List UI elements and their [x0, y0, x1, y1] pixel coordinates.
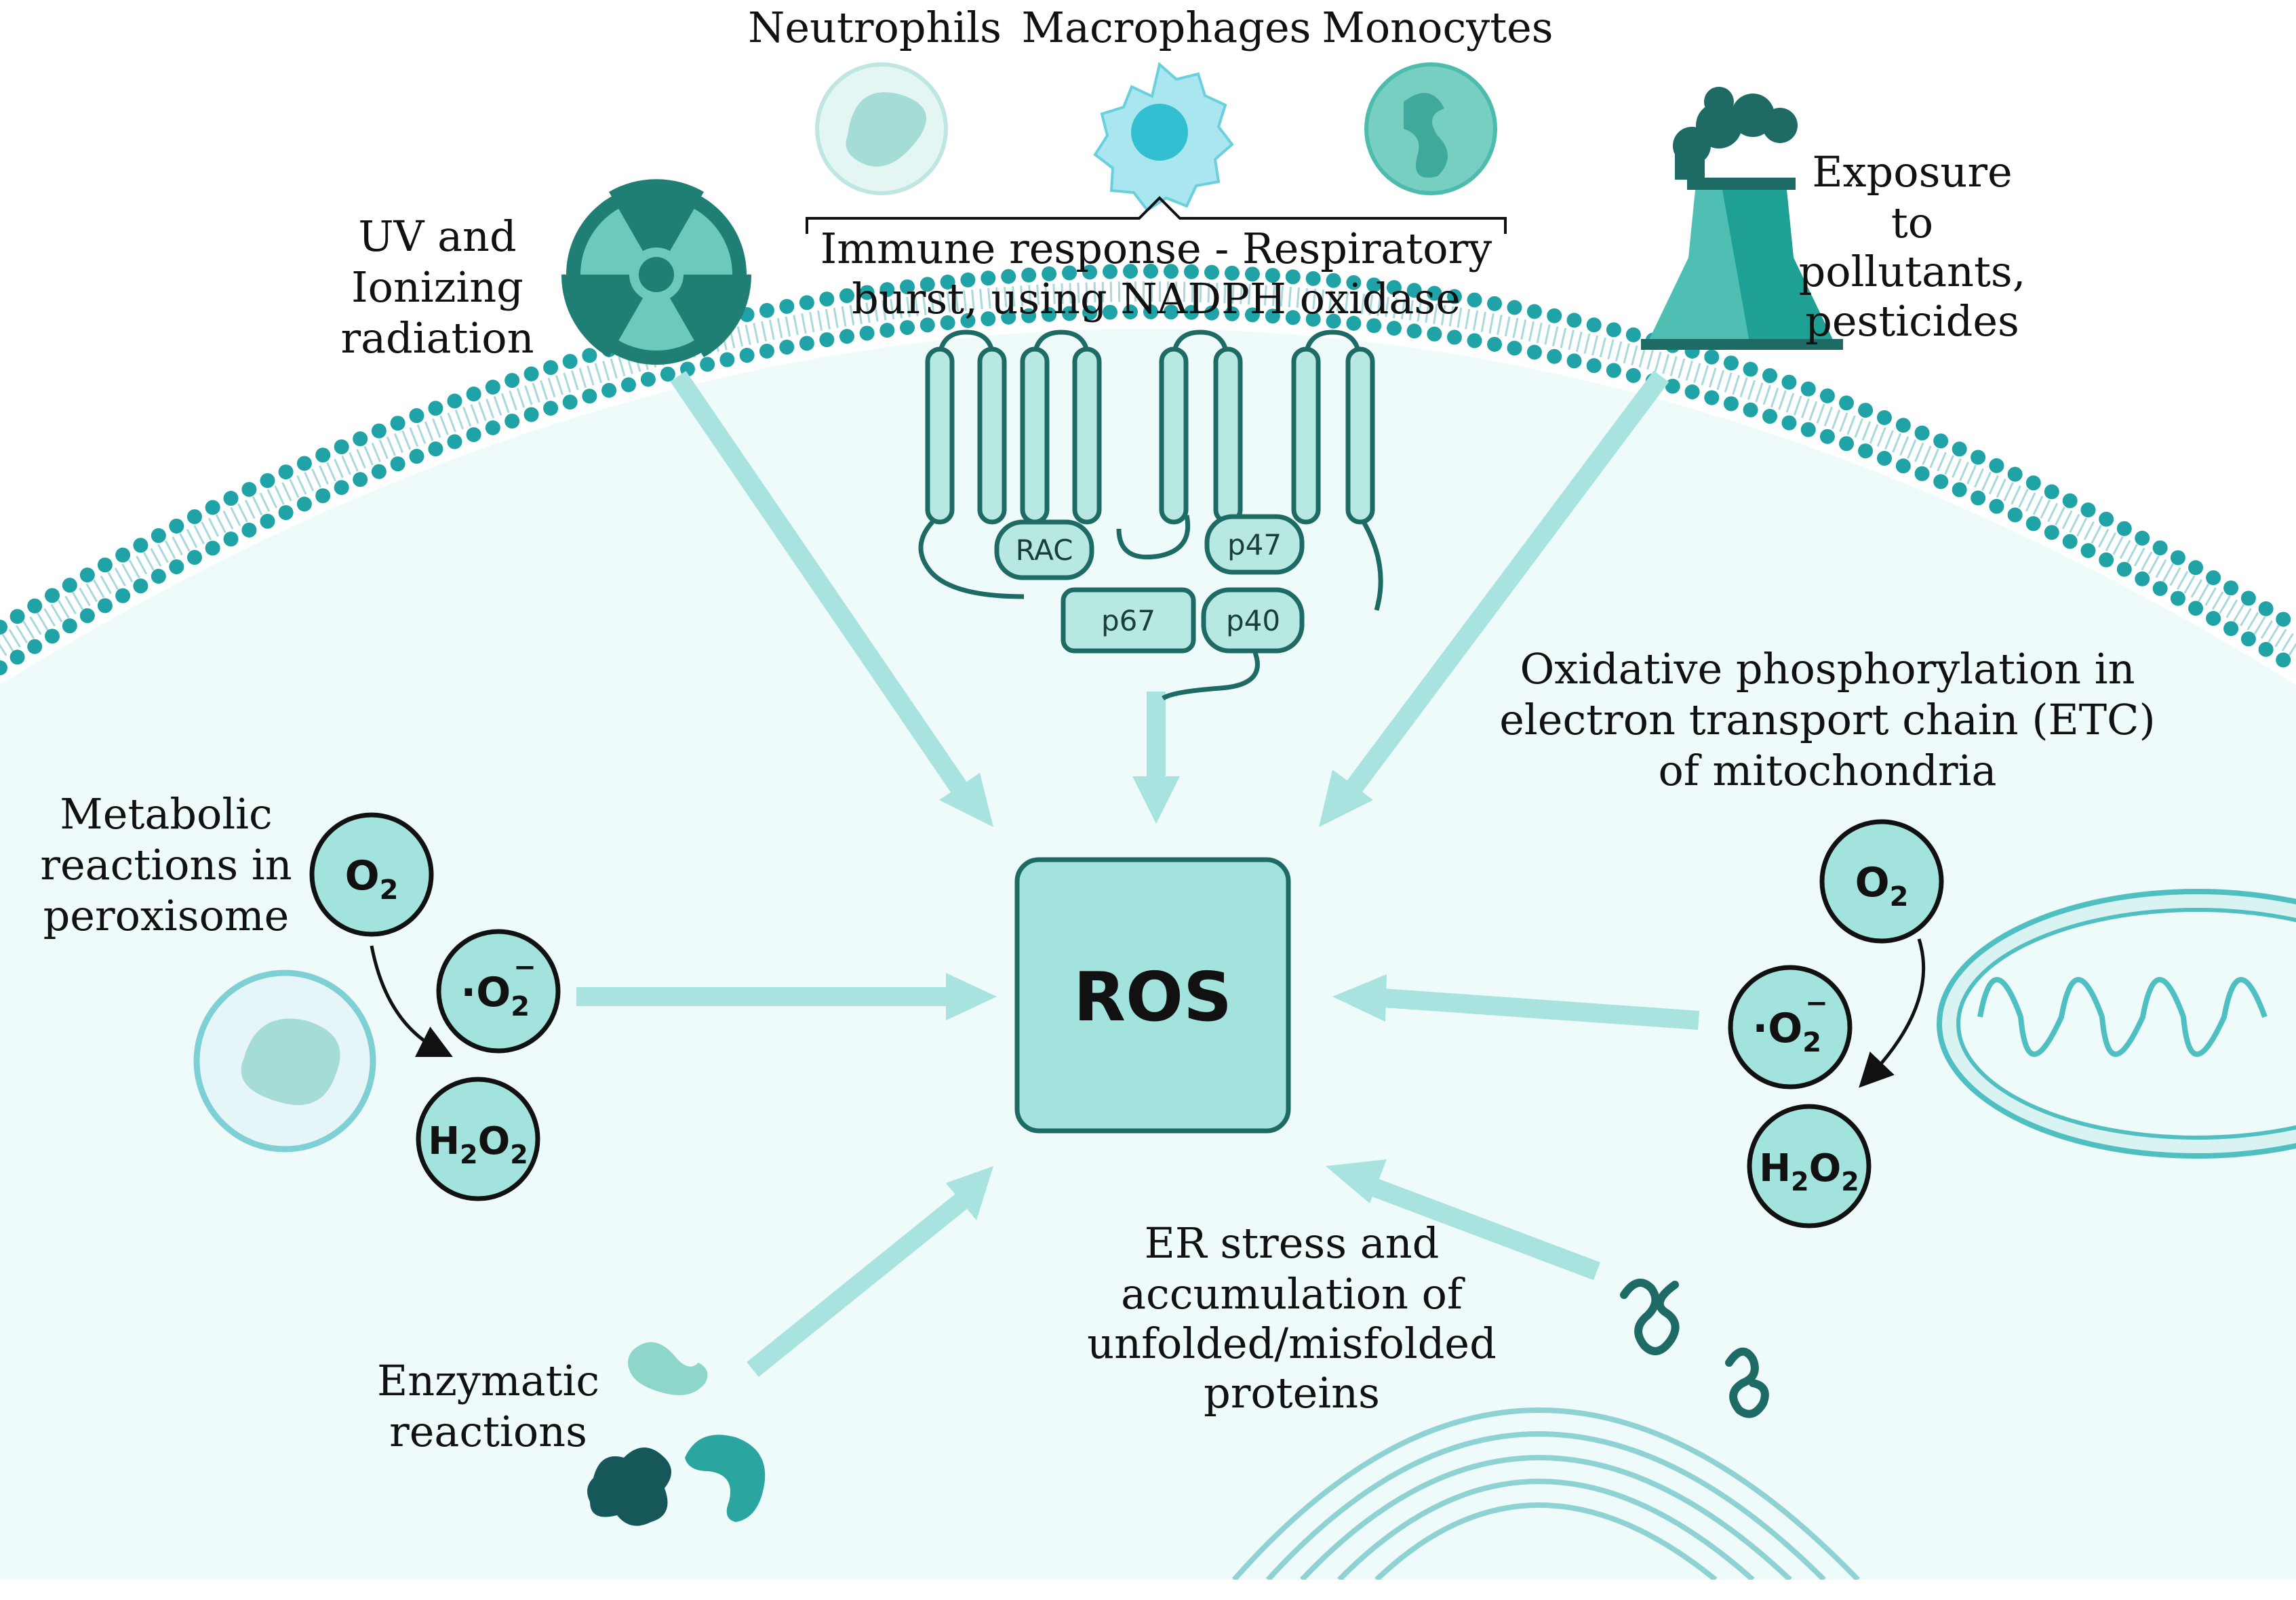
rac-label: RAC — [1016, 534, 1073, 567]
peroxisome-reaction-arrow — [370, 945, 453, 1057]
neutrophils-label: Neutrophils — [748, 3, 1002, 52]
radiation-icon — [561, 179, 752, 365]
p47-label: p47 — [1227, 528, 1282, 561]
immune-response-line1: Immune response - Respiratory — [820, 224, 1492, 273]
enzymatic-label-line1: Enzymatic — [377, 1356, 599, 1405]
immune-cells-bracket — [806, 196, 1507, 234]
peroxisome-h2o2: H2O2 — [428, 1119, 528, 1169]
mito-label-line1: Oxidative phosphorylation in — [1520, 644, 2135, 694]
uv-label-line2: Ionizing — [351, 262, 523, 312]
p47-subunit — [1204, 514, 1305, 575]
enzyme-icons — [587, 1342, 766, 1526]
mitochondrion — [1937, 889, 2296, 1159]
peroxisome — [193, 969, 376, 1153]
endoplasmic-reticulum — [1231, 1407, 1860, 1580]
er-label-line1: ER stress and — [1145, 1218, 1440, 1268]
macrophages-label: Macrophages — [1022, 3, 1311, 52]
rac-subunit — [994, 519, 1094, 580]
enzymatic-label-line2: reactions — [389, 1407, 587, 1456]
pollutants-line3: pollutants, — [1799, 247, 2026, 296]
immune-response-line2: burst, using NADPH oxidase — [852, 274, 1461, 323]
p40-label: p40 — [1226, 604, 1280, 637]
macrophage-cell — [1093, 62, 1234, 212]
pollutants-line1: Exposure — [1812, 147, 2012, 197]
p40-subunit — [1201, 587, 1305, 654]
er-label-line3: unfolded/misfolded — [1087, 1319, 1497, 1368]
p67-label: p67 — [1101, 604, 1155, 637]
uv-label-line1: UV and — [358, 212, 516, 261]
peroxisome-label-line3: peroxisome — [43, 891, 290, 940]
ros-box — [1014, 857, 1291, 1134]
mito-superoxide: ·O2− — [1752, 988, 1827, 1058]
mito-o2: O2 — [1855, 859, 1909, 913]
peroxisome-o2: O2 — [345, 852, 399, 906]
er-label-line4: proteins — [1204, 1368, 1380, 1418]
er-label-line2: accumulation of — [1121, 1269, 1465, 1319]
ros-label: ROS — [1073, 957, 1232, 1037]
p67-subunit — [1061, 587, 1196, 654]
pollutants-line2: to — [1891, 198, 1933, 247]
peroxisome-superoxide: ·O2− — [460, 952, 536, 1022]
mito-molecules — [1728, 819, 1944, 1228]
peroxisome-label-line2: reactions in — [40, 840, 292, 889]
pollutants-line4: pesticides — [1805, 296, 2019, 346]
nadph-oxidase-complex — [918, 329, 1383, 701]
uv-label-line3: radiation — [340, 313, 534, 363]
cell-membrane — [0, 264, 2296, 675]
factory-icon — [1641, 87, 1843, 350]
neutrophil-cell — [815, 62, 948, 195]
mito-reaction-arrow — [1859, 938, 1926, 1088]
monocytes-label: Monocytes — [1322, 3, 1553, 52]
monocyte-cell — [1364, 62, 1497, 195]
mito-h2o2: H2O2 — [1759, 1146, 1859, 1197]
arrows-to-ros — [576, 370, 1699, 1377]
mito-label-line3: of mitochondria — [1659, 746, 1997, 795]
mito-label-line2: electron transport chain (ETC) — [1499, 695, 2156, 744]
peroxisome-label-line1: Metabolic — [60, 789, 272, 839]
peroxisome-molecules — [309, 812, 561, 1201]
misfolded-protein-icons — [1620, 1279, 1769, 1418]
